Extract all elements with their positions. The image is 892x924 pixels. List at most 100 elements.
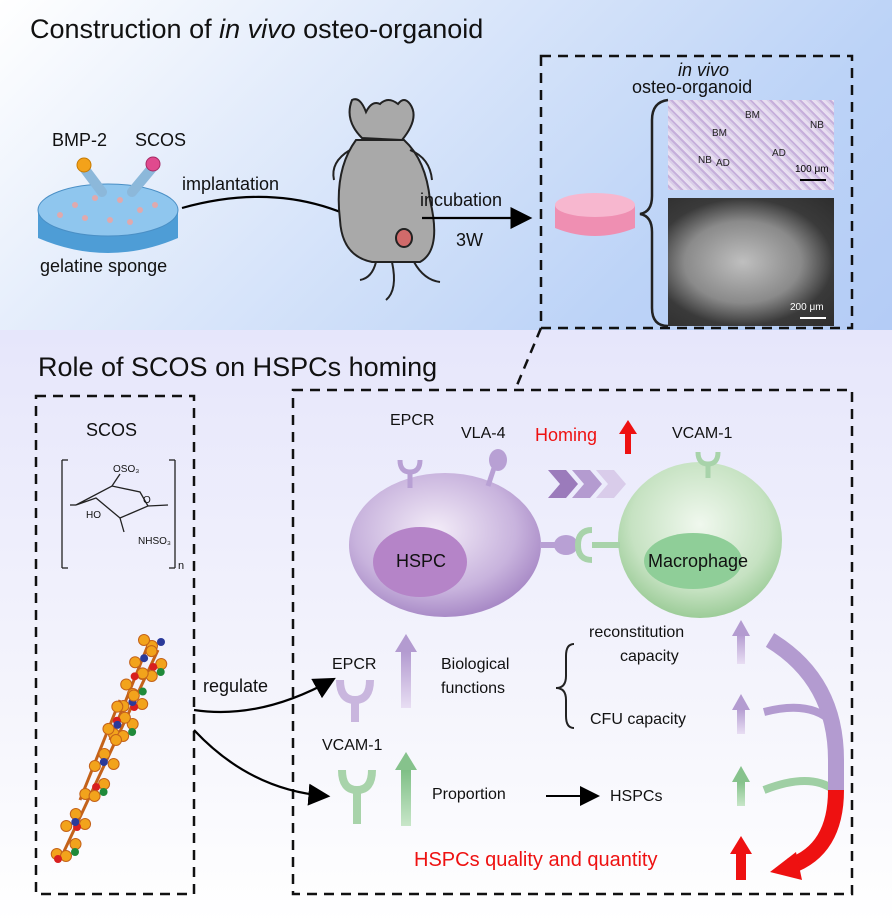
molecule-atom (79, 818, 92, 830)
epcr-receptor-icon (397, 459, 423, 488)
organoid-italic-label: in vivo (678, 60, 730, 80)
molecule-atom (136, 698, 149, 710)
micro-label-ad1: AD (716, 158, 730, 169)
molecule-atom-oxygen (92, 783, 101, 791)
vcam1-top-label: VCAM-1 (672, 425, 733, 442)
construction-title: Construction of in vivo osteo-organoid (30, 14, 483, 45)
micro-ct-image (668, 198, 834, 326)
molecule-atom (60, 820, 73, 832)
molecule-atom-oxygen (149, 663, 158, 671)
molecule-atom-side (99, 758, 108, 766)
micro-label-bm1: BM (745, 110, 760, 121)
struct-nhso3: NHSO₃ (138, 536, 171, 547)
molecule-atom (120, 678, 133, 691)
mouse-icon (332, 98, 441, 301)
molecule-atom-oxygen (130, 672, 139, 681)
hspc-cell (349, 473, 541, 617)
molecule-atom (155, 658, 168, 670)
molecule-atom (127, 689, 140, 702)
epcr-mid-receptor-icon (336, 679, 374, 722)
homing-chevrons-icon (548, 470, 626, 498)
construction-title-suffix: osteo-organoid (295, 14, 484, 44)
reconstitution-line1: reconstitution (589, 624, 685, 641)
molecule-atom-oxygen (54, 855, 62, 863)
bmp2-label: BMP-2 (52, 130, 108, 150)
molecule-atom (98, 748, 111, 760)
histology-scale-label: 100 μm (795, 164, 829, 175)
molecule-atom-side (138, 687, 147, 696)
micro-label-ad2: AD (772, 148, 786, 159)
bio-functions-line1: Biological (441, 656, 510, 673)
homing-up-arrow-icon (619, 420, 637, 454)
organoid-disc (555, 193, 635, 236)
molecule-atom (69, 808, 82, 820)
hspc-side-ligand-icon (540, 535, 578, 555)
molecule-atom-side (128, 728, 137, 736)
organoid-label: osteo-organoid (632, 77, 753, 97)
micro-label-nb1: NB (810, 120, 824, 131)
proportion-label: Proportion (432, 786, 506, 803)
reconstitution-line2: capacity (620, 648, 679, 665)
scos-dashed-box (34, 394, 196, 896)
struct-n: n (178, 560, 185, 572)
molecule-atom (69, 838, 82, 850)
organoid-dashed-box (539, 54, 854, 330)
molecule-atom-side (113, 720, 122, 729)
molecule-atom (107, 758, 120, 770)
molecule-atom (60, 850, 72, 862)
micro-label-bm2: BM (712, 128, 727, 139)
implantation-label: implantation (182, 174, 280, 194)
duration-label: 3W (456, 230, 483, 250)
molecule-atom (88, 760, 101, 772)
hspcs-label: HSPCs (610, 788, 663, 805)
macrophage-cell (618, 462, 782, 618)
molecule-atom-side (99, 788, 108, 796)
gelatine-sponge (37, 183, 179, 253)
micro-label-nb2: NB (698, 155, 712, 166)
molecule-atom (102, 722, 115, 735)
regulate-arrow-vcam (193, 729, 331, 806)
scos-label: SCOS (135, 130, 187, 150)
connector-dashed (513, 327, 543, 391)
epcr-mid-label: EPCR (332, 656, 377, 673)
vcam1-receptor-icon (695, 451, 721, 478)
bio-functions-line2: functions (441, 680, 506, 697)
quality-up-arrow-icon (730, 836, 752, 880)
vcam1-mid-label: VCAM-1 (322, 737, 383, 754)
molecule-atom (88, 790, 101, 802)
scos-molecule-icon (127, 156, 161, 197)
cfu-label: CFU capacity (590, 711, 687, 728)
macrophage-label: Macrophage (648, 551, 749, 571)
molecule-atom (145, 645, 158, 658)
epcr-up-arrow-icon (395, 634, 417, 708)
vla4-receptor-icon (485, 449, 507, 487)
sponge-label: gelatine sponge (40, 256, 168, 276)
cfu-up-arrow-icon (732, 694, 750, 734)
molecule-atom (136, 667, 149, 680)
regulate-arrow-epcr (193, 677, 336, 714)
incubation-label: incubation (420, 190, 503, 210)
molecule-atom (118, 711, 131, 724)
molecule-atom-side (140, 654, 149, 663)
bio-functions-brace (555, 643, 575, 729)
molecule-atom (138, 634, 150, 646)
hspcs-up-arrow-icon (732, 766, 750, 806)
reconstitution-up-arrow-icon (732, 620, 750, 664)
quality-label: HSPCs quality and quantity (414, 849, 658, 871)
converging-arrow (762, 633, 844, 880)
vcam1-up-arrow-icon (395, 752, 417, 826)
vcam1-mid-receptor-icon (338, 769, 376, 824)
molecule-atom (110, 734, 122, 746)
mechanism-dashed-box (291, 388, 854, 896)
construction-title-italic: in vivo (219, 14, 296, 44)
homing-label: Homing (535, 425, 598, 445)
scos-chemical-structure (61, 459, 176, 569)
molecule-atom-side (71, 848, 79, 856)
molecule-atom-side (71, 818, 80, 826)
molecule-atom-side (156, 668, 165, 676)
molecule-atom (129, 656, 142, 669)
macrophage-side-receptor-icon (574, 527, 620, 563)
histology-image (668, 100, 834, 190)
molecule-atom (111, 700, 124, 713)
